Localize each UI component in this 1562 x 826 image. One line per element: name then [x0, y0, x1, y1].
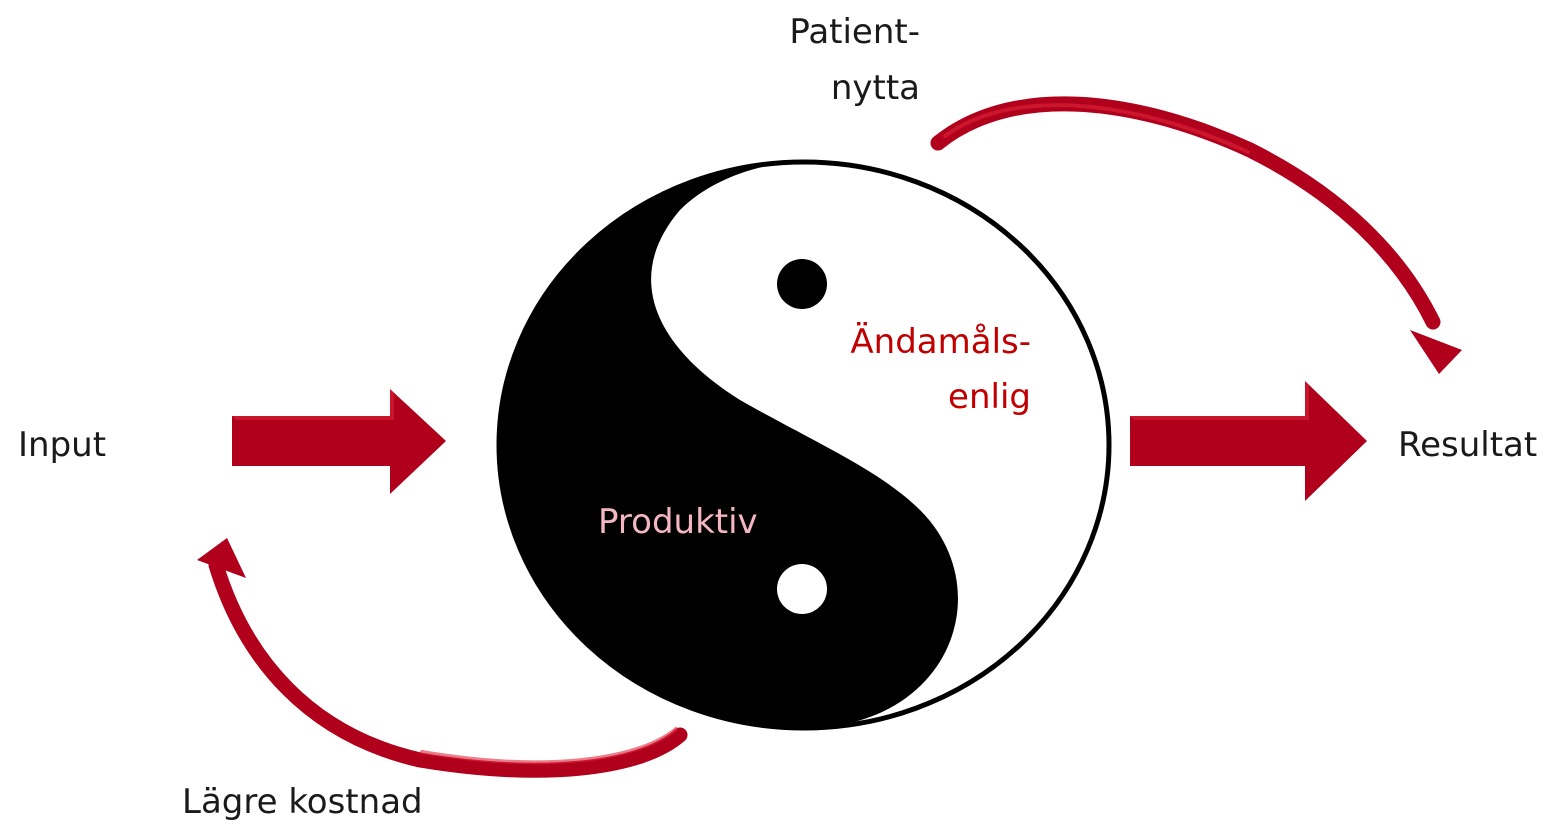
lower-cost-label: Lägre kostnad	[182, 782, 423, 822]
arrow-highlight	[420, 727, 678, 765]
productive-label: Produktiv	[598, 502, 758, 542]
input-arrow	[232, 389, 446, 494]
patient-benefit-label-line2: nytta	[831, 68, 920, 108]
arrow-highlight	[1130, 381, 1309, 420]
curved-arrow-icon	[208, 557, 688, 778]
result-arrow	[1130, 381, 1367, 501]
input-label: Input	[18, 425, 106, 465]
arrow-highlight	[232, 389, 394, 420]
patient-benefit-arrow	[930, 96, 1462, 374]
yin-half	[499, 162, 958, 728]
yin-dot	[777, 564, 827, 614]
right-arrow-icon	[232, 389, 446, 494]
arrow-head	[197, 538, 246, 578]
yin-yang-outline	[496, 159, 1112, 731]
patient-benefit-label-line1: Patient-	[789, 12, 920, 52]
appropriate-label-line2: enlig	[948, 377, 1031, 417]
yang-dot	[777, 259, 827, 309]
result-label: Resultat	[1398, 425, 1537, 465]
arrow-head	[1410, 330, 1462, 374]
lower-cost-arrow	[197, 538, 688, 778]
arrow-highlight	[943, 103, 1250, 154]
right-arrow-icon	[1130, 381, 1367, 501]
yin-yang-icon	[496, 159, 1112, 731]
appropriate-label-line1: Ändamåls-	[850, 322, 1031, 362]
